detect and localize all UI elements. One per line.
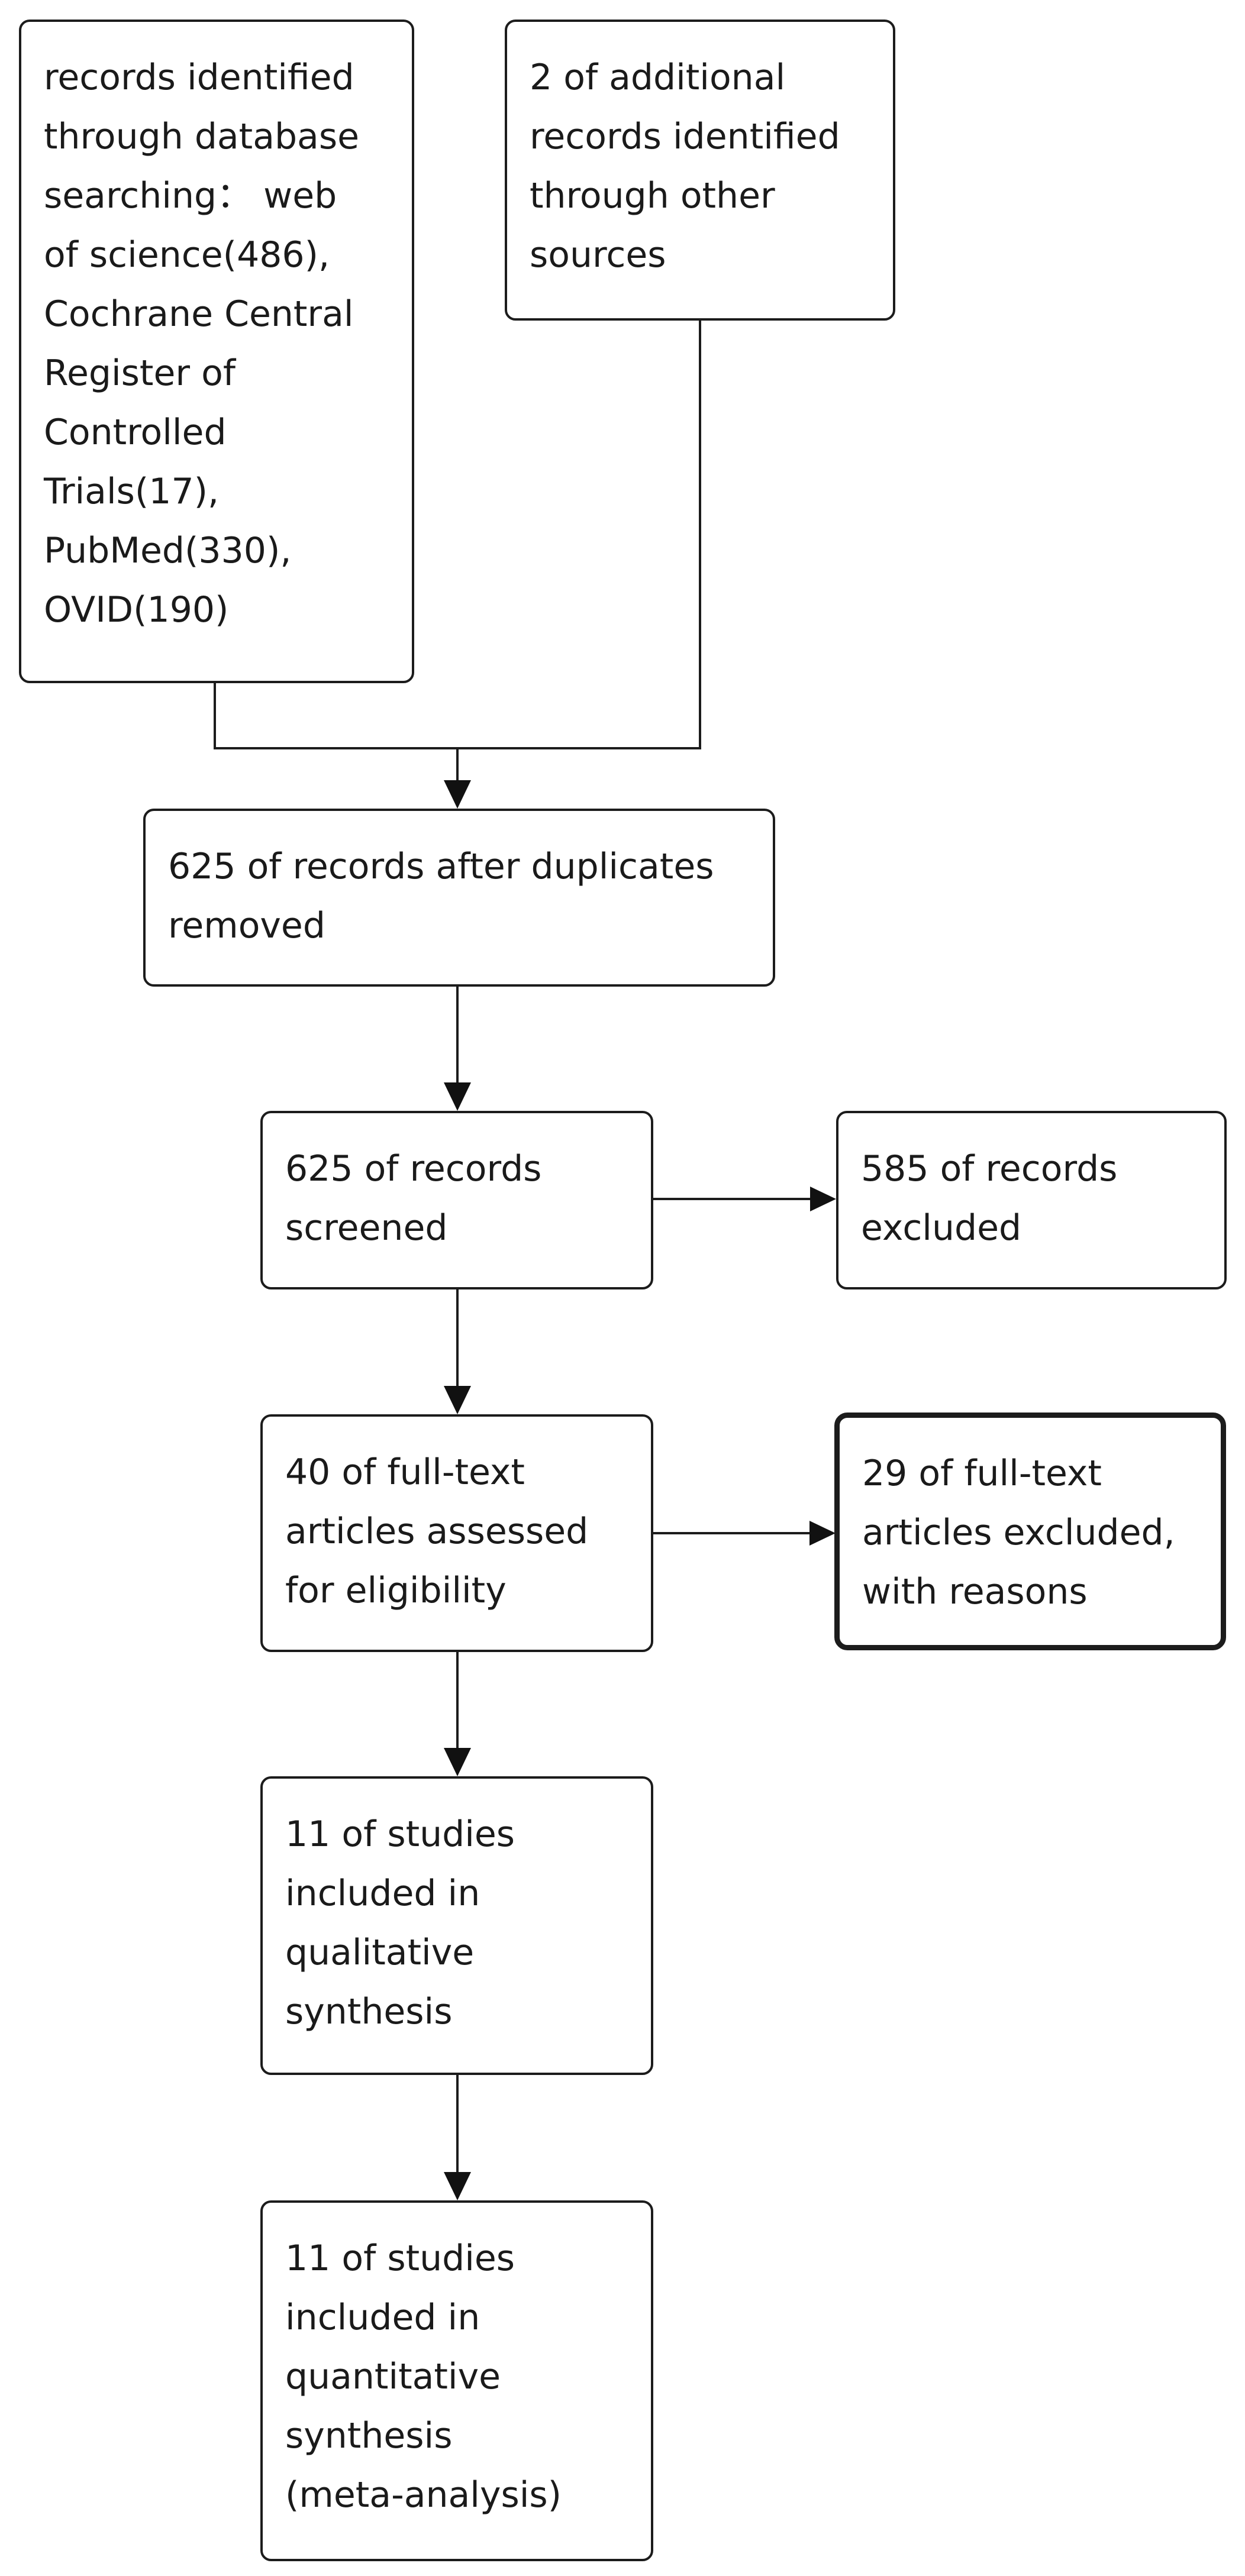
arrow-down-icon xyxy=(444,780,471,809)
box-fulltext-assessed: 40 of full-text articles assessed for el… xyxy=(260,1414,653,1652)
arrow-down-icon xyxy=(444,1386,471,1414)
box-additional-records-other-sources: 2 of additional records identified throu… xyxy=(505,20,895,321)
box-additional-records-other-sources-text: 2 of additional records identified throu… xyxy=(530,57,840,276)
arrow-screened-to-excluded-shaft xyxy=(653,1198,813,1200)
box-records-excluded: 585 of records excluded xyxy=(836,1111,1227,1289)
arrow-qualitative-to-quantitative-shaft xyxy=(456,2075,459,2174)
box-records-screened-text: 625 of records screened xyxy=(285,1148,542,1249)
box-fulltext-assessed-text: 40 of full-text articles assessed for el… xyxy=(285,1452,589,1611)
box-records-identified-database-text: records identified through database sear… xyxy=(44,57,359,631)
arrow-fulltext-to-qualitative-shaft xyxy=(456,1652,459,1750)
box-studies-qualitative-synthesis-text: 11 of studies included in qualitative sy… xyxy=(285,1814,515,2032)
box-records-excluded-text: 585 of records excluded xyxy=(861,1148,1118,1249)
arrow-fulltext-to-excluded-shaft xyxy=(653,1532,812,1534)
arrow-down-icon xyxy=(444,1748,471,1776)
box-records-identified-database: records identified through database sear… xyxy=(19,20,414,683)
box-fulltext-excluded-with-reasons: 29 of full-text articles excluded, with … xyxy=(834,1413,1226,1650)
connector-other-sources-vertical-line xyxy=(699,321,701,749)
arrow-down-icon xyxy=(444,2172,471,2200)
arrow-right-icon xyxy=(809,1521,836,1546)
arrow-screened-to-fulltext-shaft xyxy=(456,1289,459,1388)
box-studies-quantitative-synthesis: 11 of studies included in quantitative s… xyxy=(260,2200,653,2561)
arrow-join-to-duplicates-shaft xyxy=(456,747,459,783)
box-studies-qualitative-synthesis: 11 of studies included in qualitative sy… xyxy=(260,1776,653,2075)
connector-db-vertical-line xyxy=(214,683,216,749)
box-records-screened: 625 of records screened xyxy=(260,1111,653,1289)
arrow-right-icon xyxy=(810,1187,836,1211)
box-records-after-duplicates-removed-text: 625 of records after duplicates removed xyxy=(168,846,714,946)
box-fulltext-excluded-with-reasons-text: 29 of full-text articles excluded, with … xyxy=(862,1453,1175,1612)
box-records-after-duplicates-removed: 625 of records after duplicates removed xyxy=(143,809,775,987)
box-studies-quantitative-synthesis-text: 11 of studies included in quantitative s… xyxy=(285,2238,562,2516)
arrow-down-icon xyxy=(444,1082,471,1111)
arrow-duplicates-to-screened-shaft xyxy=(456,987,459,1085)
